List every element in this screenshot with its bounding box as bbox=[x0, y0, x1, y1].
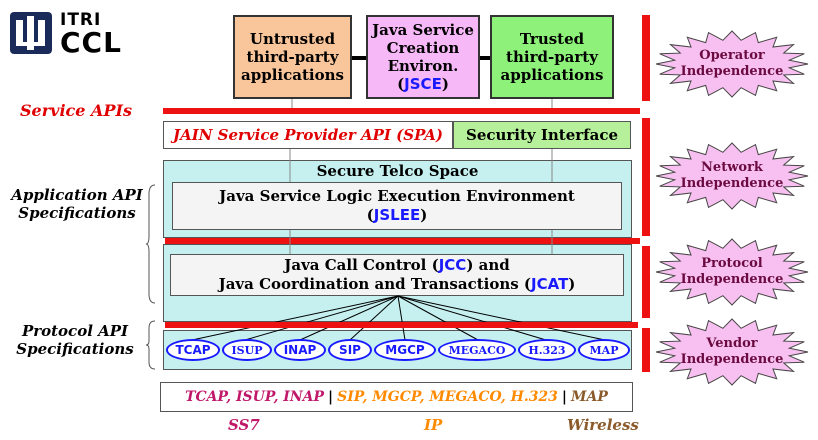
jain-spa-box: JAIN Service Provider API (SPA) bbox=[163, 121, 453, 149]
jcc-jcat-box: Java Call Control (JCC) and Java Coordin… bbox=[170, 254, 624, 296]
untrusted-line-3: applications bbox=[241, 66, 344, 84]
trusted-line-2: third-party bbox=[506, 48, 598, 66]
protocol-api-bracket bbox=[146, 320, 156, 370]
operator-independence-line-1: Operator bbox=[699, 48, 765, 63]
jslee-line-1: Java Service Logic Execution Environment bbox=[219, 187, 575, 205]
vendor-independence-text: Vendor Independence bbox=[654, 318, 810, 386]
untrusted-line-1: Untrusted bbox=[249, 30, 336, 48]
protocol-megaco: MEGACO bbox=[438, 339, 516, 361]
starburst-shape bbox=[655, 30, 809, 98]
vendor-independence-star: Vendor Independence bbox=[654, 318, 810, 386]
protocol-sip: SIP bbox=[328, 339, 372, 361]
protocol-api-line-2: Specifications bbox=[16, 340, 134, 358]
protocol-independence-line-1: Protocol bbox=[701, 256, 763, 271]
jslee-box: Java Service Logic Execution Environment… bbox=[172, 182, 622, 230]
protocol-map: MAP bbox=[578, 339, 630, 361]
app-connector-right bbox=[480, 56, 490, 60]
ip-label: IP bbox=[424, 416, 443, 434]
protocol-api-label: Protocol API Specifications bbox=[10, 322, 140, 358]
jcc-line-1: Java Call Control (JCC) and bbox=[284, 256, 510, 275]
vendor-star-shape bbox=[655, 318, 809, 386]
trusted-apps-box: Trusted third-party applications bbox=[490, 15, 614, 99]
ip-protocol-list: SIP, MGCP, MEGACO, H.323 bbox=[337, 389, 558, 405]
wireless-label: Wireless bbox=[567, 416, 639, 434]
protocol-h323: H.323 bbox=[518, 339, 576, 361]
starburst-shape bbox=[655, 238, 809, 306]
network-independence-text: Network Independence bbox=[654, 142, 810, 210]
itri-logo-icon bbox=[10, 12, 52, 54]
vendor-independence-line-1: Vendor bbox=[706, 336, 758, 351]
operator-divider bbox=[642, 15, 650, 101]
application-api-label: Application API Specifications bbox=[2, 186, 152, 222]
protocol-api-bar bbox=[165, 322, 638, 328]
app-connector-left bbox=[352, 56, 366, 60]
ss7-label: SS7 bbox=[228, 416, 260, 434]
separator-2: | bbox=[561, 389, 568, 405]
jsce-line-2: Creation bbox=[386, 39, 460, 57]
jsce-line-1: Java Service bbox=[372, 21, 474, 39]
network-star-shape bbox=[655, 142, 809, 210]
protocol-mgcp: MGCP bbox=[374, 339, 436, 361]
protocol-isup: ISUP bbox=[222, 339, 272, 361]
separator-1: | bbox=[328, 389, 334, 405]
protocol-independence-text: Protocol Independence bbox=[654, 238, 810, 306]
application-api-line-1: Application API bbox=[11, 186, 143, 204]
security-interface-box: Security Interface bbox=[453, 121, 631, 149]
protocol-divider bbox=[642, 246, 650, 318]
jcat-abbr: JCAT bbox=[531, 275, 569, 293]
network-independence-star: Network Independence bbox=[654, 142, 810, 210]
protocol-independence-star: Protocol Independence bbox=[654, 238, 810, 306]
protocol-star-shape bbox=[655, 238, 809, 306]
operator-star-shape bbox=[655, 30, 809, 98]
jslee-abbr: JSLEE bbox=[373, 206, 421, 224]
jsce-line-3: Environ. bbox=[387, 57, 459, 75]
trusted-line-3: applications bbox=[500, 66, 604, 84]
jslee-divider-bar bbox=[165, 238, 640, 244]
vendor-independence-line-2: Independence bbox=[680, 352, 784, 367]
jsce-abbr-line: (JSCE) bbox=[397, 75, 449, 93]
application-api-line-2: Specifications bbox=[18, 204, 136, 222]
untrusted-line-2: third-party bbox=[246, 48, 339, 66]
operator-independence-line-2: Independence bbox=[680, 64, 784, 79]
protocol-inap: INAP bbox=[274, 339, 326, 361]
jcc-line-1-post: ) and bbox=[466, 256, 510, 274]
ss7-protocol-list: TCAP, ISUP, INAP bbox=[185, 389, 325, 405]
network-independence-line-1: Network bbox=[701, 160, 763, 175]
jsce-abbr: JSCE bbox=[404, 75, 442, 93]
protocol-tcap: TCAP bbox=[166, 339, 220, 361]
logo-ccl-text: CCL bbox=[60, 26, 122, 59]
operator-independence-text: Operator Independence bbox=[654, 30, 810, 98]
operator-independence-star: Operator Independence bbox=[654, 30, 810, 98]
jslee-abbr-line: (JSLEE) bbox=[366, 206, 428, 224]
jcc-line-2-post: ) bbox=[568, 275, 576, 293]
untrusted-apps-box: Untrusted third-party applications bbox=[233, 15, 352, 99]
wireless-protocol-list: MAP bbox=[571, 389, 608, 405]
network-protocols-box: TCAP, ISUP, INAP | SIP, MGCP, MEGACO, H.… bbox=[160, 382, 633, 412]
protocol-independence-line-2: Independence bbox=[680, 272, 784, 287]
logo-itri-text: ITRI bbox=[60, 10, 102, 30]
service-apis-label: Service APIs bbox=[20, 101, 132, 120]
network-independence-line-2: Independence bbox=[680, 176, 784, 191]
jcc-line-1-pre: Java Call Control ( bbox=[284, 256, 439, 274]
service-api-bar bbox=[163, 108, 640, 114]
jcc-line-2: Java Coordination and Transactions (JCAT… bbox=[219, 275, 576, 294]
jcc-line-2-pre: Java Coordination and Transactions ( bbox=[218, 275, 532, 293]
telco-space-title: Secure Telco Space bbox=[316, 162, 479, 180]
application-api-bracket bbox=[146, 184, 156, 304]
starburst-shape bbox=[655, 142, 809, 210]
jsce-box: Java Service Creation Environ. (JSCE) bbox=[366, 15, 480, 99]
network-divider bbox=[642, 118, 650, 236]
vendor-divider bbox=[642, 328, 650, 372]
jcc-abbr: JCC bbox=[438, 256, 467, 274]
trusted-line-1: Trusted bbox=[519, 30, 585, 48]
starburst-shape bbox=[655, 318, 809, 386]
protocol-api-line-1: Protocol API bbox=[21, 322, 129, 340]
